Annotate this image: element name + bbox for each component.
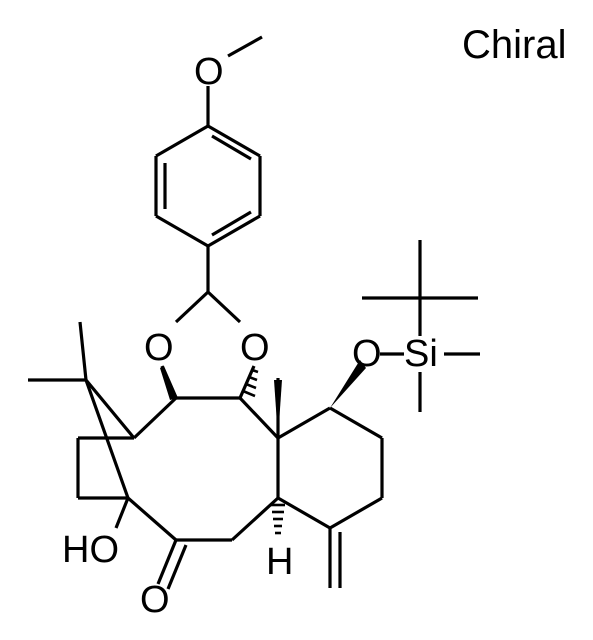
cyclohexane-ring — [277, 406, 384, 530]
wedge-o-silyl — [330, 360, 366, 408]
hash-bond-h — [271, 503, 285, 535]
atom-h: H — [266, 541, 293, 583]
atom-o-acetal-left: O — [144, 327, 174, 369]
atom-si: Si — [404, 333, 438, 375]
wedge-bond-acetal-left — [160, 366, 178, 400]
chiral-label: Chiral — [462, 23, 566, 67]
atom-ho: HO — [62, 529, 119, 571]
atom-o-ketone: O — [140, 579, 170, 621]
benzene-ring — [154, 124, 262, 248]
atom-o-acetal-right: O — [240, 327, 270, 369]
methylene-bonds — [328, 528, 342, 588]
atom-o-methoxy: O — [194, 51, 224, 93]
methoxy-group — [206, 35, 263, 126]
silyl-groups — [362, 240, 480, 412]
c-oh-bond — [114, 497, 130, 529]
acetal-ring — [160, 246, 256, 400]
methyl-bond — [227, 35, 263, 58]
core-ring — [28, 321, 280, 542]
atom-o-silyl: O — [352, 333, 382, 375]
wedge-angular-methyl — [274, 380, 282, 438]
ketone-bonds — [156, 539, 188, 590]
hash-bond-acetal-right — [242, 368, 259, 398]
